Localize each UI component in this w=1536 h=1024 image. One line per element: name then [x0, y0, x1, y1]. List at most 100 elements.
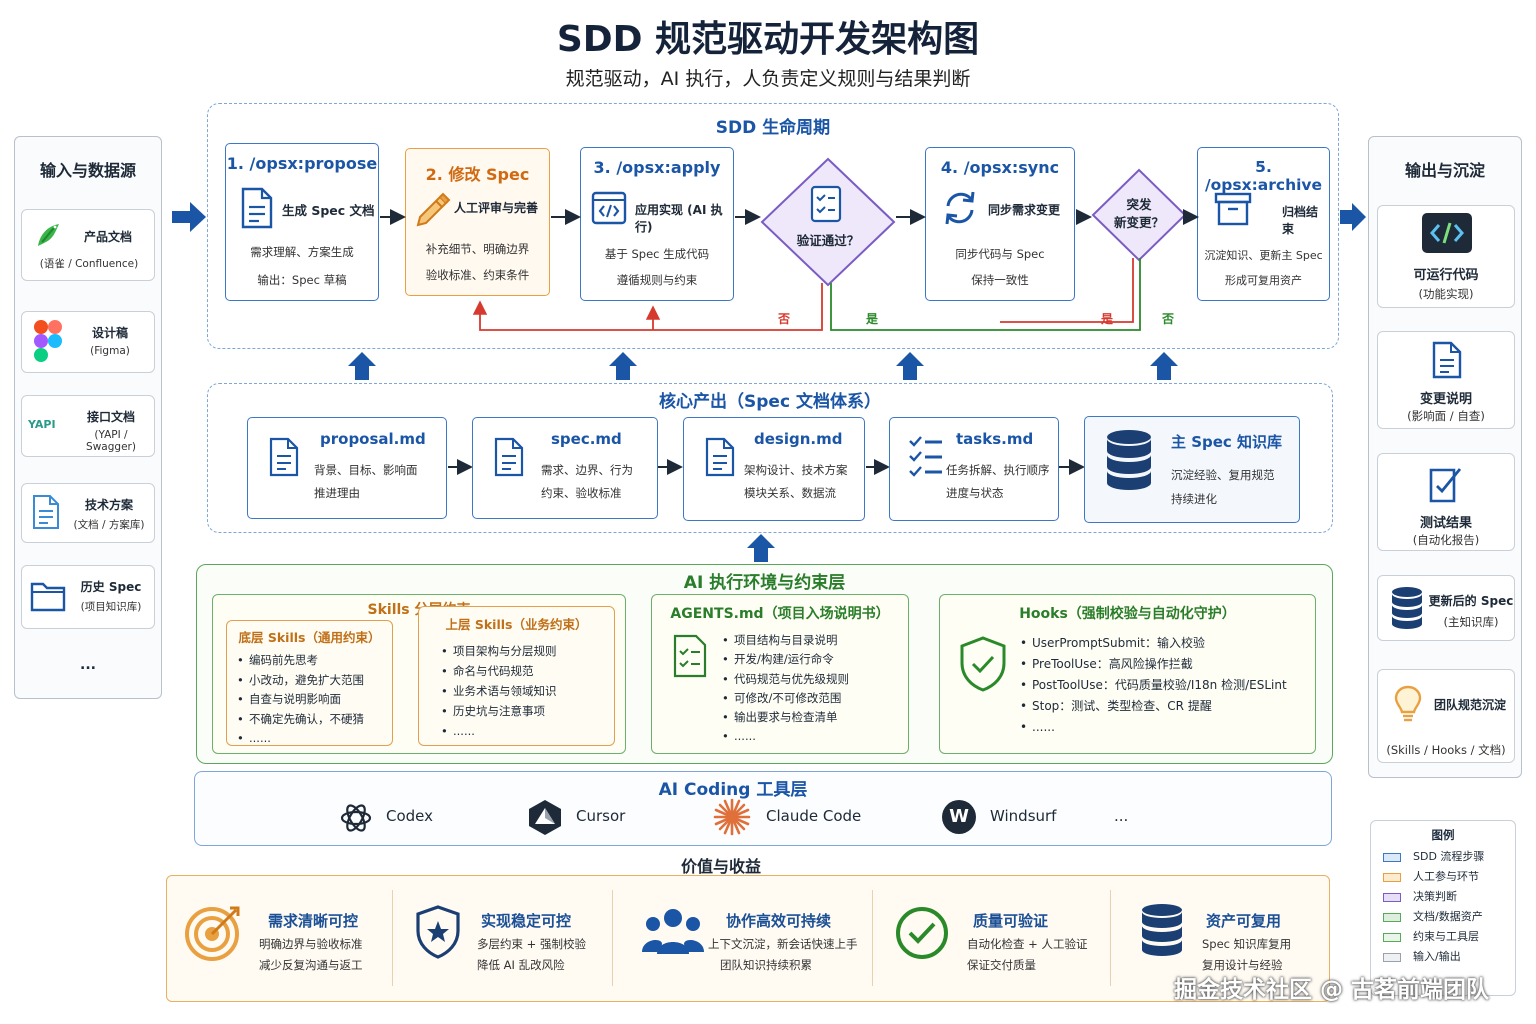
input-source-tech-plan: 技术方案 (文档 / 方案库) [21, 483, 155, 543]
list-item: PreToolUse：高风险操作拦截 [1020, 654, 1287, 675]
input-label: 接口文档 [86, 410, 135, 424]
database-icon [1392, 587, 1422, 629]
decision-line: 新变更？ [1113, 215, 1164, 230]
legend-label: 约束与工具层 [1413, 930, 1479, 943]
hooks-list: UserPromptSubmit：输入校验 PreToolUse：高风险操作拦截… [1020, 633, 1287, 738]
input-sublabel: (项目知识库) [80, 601, 142, 613]
list-item: 自查与说明影响面 [237, 690, 364, 710]
value-line: Spec 知识库复用 [1202, 937, 1292, 951]
legend-item: 输入/输出 [1383, 948, 1461, 964]
decision-line: 突发 [1126, 197, 1152, 212]
lifecycle-title: SDD 生命周期 [715, 118, 831, 138]
legend-item: 决策判断 [1383, 888, 1457, 904]
check-circle-icon [896, 907, 948, 959]
list-item: ...... [722, 727, 849, 746]
doc-proposal: proposal.md 背景、目标、影响面 推进理由 [247, 417, 447, 519]
doc-name: tasks.md [956, 430, 1034, 448]
list-item: 项目结构与目录说明 [722, 631, 849, 650]
output-sublabel: (Skills / Hooks / 文档) [1386, 743, 1506, 757]
doc-line: 持续进化 [1171, 492, 1217, 506]
list-item: 命名与代码规范 [441, 661, 557, 681]
legend-item: 人工参与环节 [1383, 868, 1479, 884]
list-item: 不确定先确认，不硬猜 [237, 710, 364, 730]
stage-action: 同步需求变更 [988, 203, 1061, 217]
doc-spec: spec.md 需求、边界、行为 约束、验收标准 [472, 417, 658, 519]
output-sublabel: (自动化报告) [1412, 533, 1480, 547]
value-line: 降低 AI 乱改风险 [477, 958, 565, 972]
stage-edit-spec: 2. 修改 Spec 人工评审与完善 补充细节、明确边界 验收标准、约束条件 [405, 148, 550, 296]
stage-head: 2. 修改 Spec [425, 165, 530, 184]
input-source-history-spec: 历史 Spec (项目知识库) [21, 565, 155, 629]
legend-label: 输入/输出 [1413, 950, 1461, 963]
stage-action: 人工评审与完善 [454, 201, 539, 215]
stage-line: 沉淀知识、更新主 Spec [1204, 249, 1323, 262]
stage-line: 遵循规则与约束 [616, 273, 698, 287]
windsurf-icon: W [942, 800, 976, 834]
database-icon [1107, 430, 1151, 490]
output-sublabel: (功能实现) [1418, 287, 1474, 301]
output-item: 更新后的 Spec (主知识库) [1377, 575, 1515, 641]
list-item: 编码前先思考 [237, 651, 364, 671]
value-line: 多层约束 + 强制校验 [477, 937, 586, 951]
list-item: 历史坑与注意事项 [441, 701, 557, 721]
ai-env-title: AI 执行环境与约束层 [683, 573, 846, 593]
lifecycle-section [207, 103, 1339, 349]
doc-line: 需求、边界、行为 [541, 463, 633, 477]
output-sublabel: (影响面 / 自查) [1407, 409, 1485, 423]
team-icon [642, 909, 704, 954]
value-line: 复用设计与经验 [1202, 958, 1283, 972]
tool-name: Cursor [576, 807, 626, 825]
value-head: 协作高效可持续 [726, 912, 832, 930]
flow-arrow-icon [172, 202, 206, 232]
value-divider [872, 890, 873, 986]
value-line: 自动化检查 + 人工验证 [967, 937, 1088, 951]
shield-check-icon [960, 636, 1006, 692]
legend-item: SDD 流程步骤 [1383, 848, 1484, 864]
doc-name: design.md [754, 430, 843, 448]
value-head: 需求清晰可控 [268, 912, 359, 930]
legend-label: 文档/数据资产 [1413, 910, 1483, 923]
upper-skills-panel: 上层 Skills（业务约束） 项目架构与分层规则 命名与代码规范 业务术语与领… [418, 606, 615, 746]
stage-action: 生成 Spec 文档 [282, 203, 375, 218]
document-icon [241, 187, 273, 229]
tool-name: Codex [386, 807, 434, 825]
upper-skills-list: 项目架构与分层规则 命名与代码规范 业务术语与领域知识 历史坑与注意事项 ...… [441, 641, 557, 741]
code-window-icon [591, 191, 627, 225]
output-item: 变更说明 (影响面 / 自查) [1377, 331, 1515, 429]
stage-line: 保持一致性 [971, 273, 1029, 287]
document-icon [269, 437, 299, 477]
input-sublabel: (Figma) [90, 345, 130, 357]
base-skills-panel: 底层 Skills（通用约束） 编码前先思考 小改动，避免扩大范围 自查与说明影… [226, 620, 393, 746]
tools-section [194, 771, 1332, 846]
stage-line: 验收标准、约束条件 [425, 268, 530, 282]
value-head: 资产可复用 [1206, 912, 1282, 930]
value-line: 团队知识持续积累 [720, 958, 812, 972]
output-panel: 输出与沉淀 可运行代码 (功能实现) 变更说明 (影响面 / 自查) 测试结果 … [1368, 136, 1522, 778]
tool-name: Claude Code [766, 807, 862, 825]
output-label: 团队规范沉淀 [1433, 698, 1506, 712]
legend-item: 文档/数据资产 [1383, 908, 1483, 924]
test-check-icon [1429, 468, 1462, 503]
stage-line: 需求理解、方案生成 [250, 245, 354, 259]
agents-panel: AGENTS.md（项目入场说明书） 项目结构与目录说明 开发/构建/运行命令 … [651, 594, 909, 754]
stage-sync: 4. /opsx:sync 同步需求变更 同步代码与 Spec 保持一致性 [925, 147, 1075, 301]
value-divider [1110, 890, 1111, 986]
stage-apply: 3. /opsx:apply 应用实现 (AI 执行) 基于 Spec 生成代码… [580, 147, 734, 301]
tool-name: Windsurf [990, 807, 1057, 825]
doc-line: 背景、目标、影响面 [314, 463, 418, 477]
archive-box-icon [1214, 192, 1252, 226]
target-icon [185, 906, 240, 961]
list-item: ...... [441, 721, 557, 741]
stage-head: 3. /opsx:apply [593, 158, 721, 177]
value-title: 价值与收益 [680, 857, 761, 876]
core-section [207, 383, 1333, 533]
sync-icon [945, 191, 975, 225]
output-item: 团队规范沉淀 (Skills / Hooks / 文档) [1377, 669, 1515, 763]
output-sublabel: (主知识库) [1443, 615, 1499, 629]
input-panel-title: 输入与数据源 [39, 161, 136, 180]
list-item: UserPromptSubmit：输入校验 [1020, 633, 1287, 654]
input-label: 设计稿 [91, 326, 128, 340]
legend: 图例 SDD 流程步骤 人工参与环节 决策判断 文档/数据资产 约束与工具层 输… [1370, 820, 1516, 996]
task-list-icon [909, 436, 942, 477]
